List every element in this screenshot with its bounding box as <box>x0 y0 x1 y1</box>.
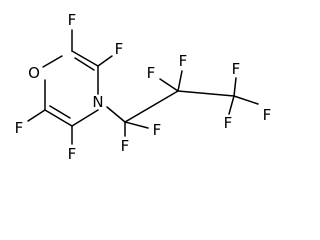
bond-o-c2 <box>42 55 63 68</box>
bond-cf3-f-right <box>233 95 259 105</box>
bond-c3-f <box>97 55 113 67</box>
bond-cf2a-f-right <box>124 121 149 129</box>
atom-n: N <box>92 93 103 111</box>
bond-cf2a-cf2b <box>124 90 179 123</box>
atom-f-propyl-c1-a: F <box>121 137 130 155</box>
atom-f-c3: F <box>115 40 124 58</box>
atom-f-c5: F <box>68 145 77 163</box>
bond-c2-c3-double <box>74 57 95 71</box>
bond-cf2b-cf3 <box>177 90 235 97</box>
atom-f-propyl-c3-c: F <box>224 114 233 132</box>
atom-f-propyl-c3-a: F <box>232 60 241 78</box>
bond-cf3-f-bottom <box>228 95 235 115</box>
atom-f-propyl-c3-b: F <box>263 106 272 124</box>
atom-f-c6: F <box>15 119 24 137</box>
bond-cf2b-f-left <box>159 78 179 92</box>
bond-c2-c3 <box>71 50 99 67</box>
bond-c5-c6 <box>44 109 73 127</box>
atom-f-propyl-c1-b: F <box>153 121 162 139</box>
atom-f-propyl-c2-b: F <box>179 52 188 70</box>
atom-f-c2: F <box>68 11 77 29</box>
bond-n4-c5 <box>71 109 99 127</box>
atom-labels: O N F F F F F F F F F F F <box>15 11 272 163</box>
atom-f-propyl-c2-a: F <box>147 64 156 82</box>
bond-c6-f <box>27 109 46 122</box>
atom-o: O <box>28 64 40 82</box>
bond-cf2b-f-top <box>177 70 183 92</box>
bond-n4-cf2a <box>106 106 126 123</box>
bonds <box>27 29 259 145</box>
molecule-structure: O N F F F F F F F F F F F <box>15 11 272 163</box>
bond-cf3-f-top <box>233 77 237 97</box>
bond-c5-c6-double <box>49 105 71 119</box>
